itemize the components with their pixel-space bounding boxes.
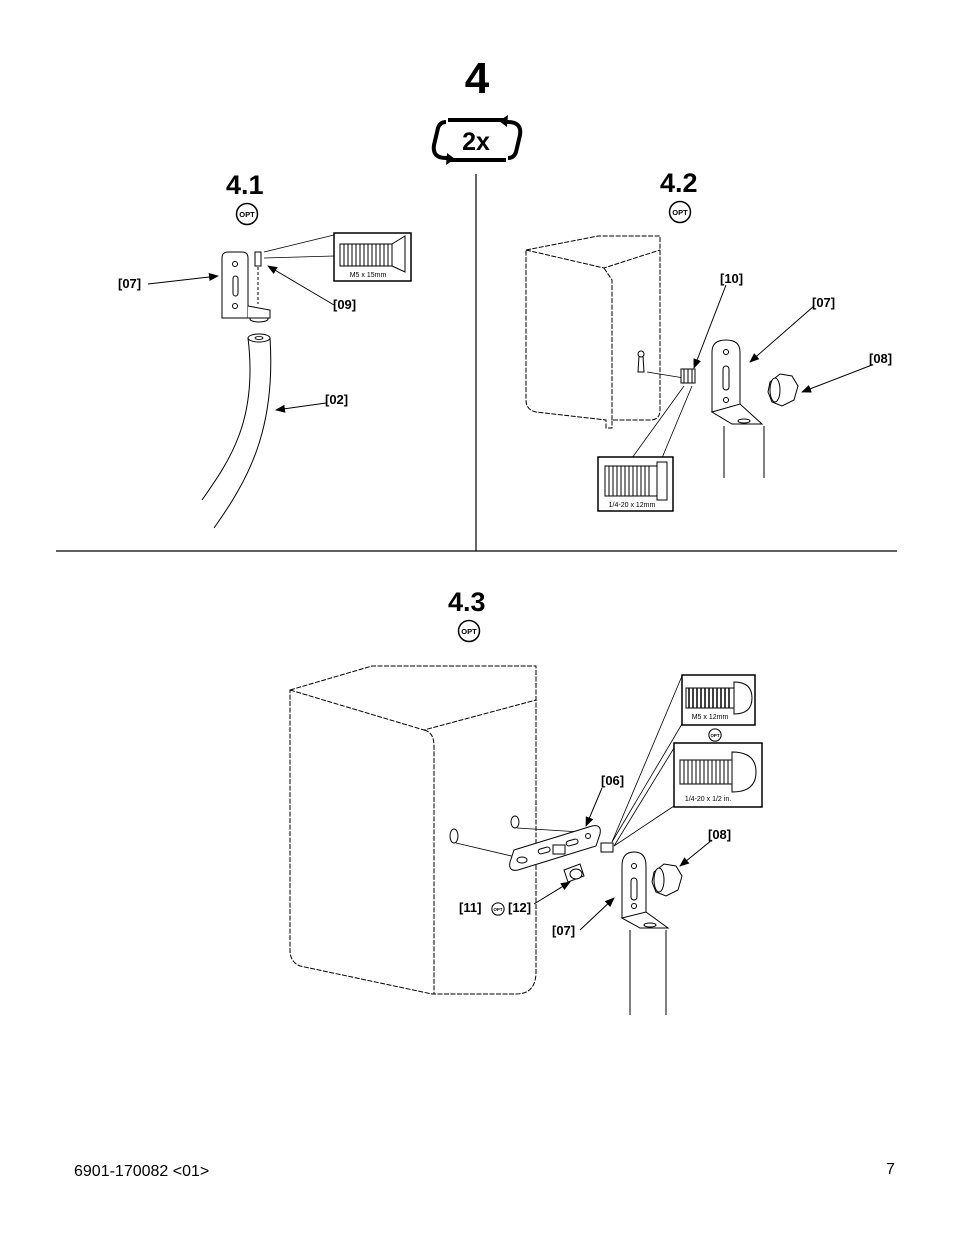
part-label-07: [07]: [118, 276, 142, 291]
part-label-10: [10]: [720, 271, 744, 286]
step-4-3-illustration: M5 x 12mm 1/4-20 x 1/2 in.: [289, 665, 763, 1015]
part-label-02: [02]: [325, 392, 349, 407]
step-4-2-title: 4.2: [660, 168, 698, 198]
hardware-quarter20xhalf-label: 1/4-20 x 1/2 in.: [685, 796, 731, 803]
hardware-m5x15-label: M5 x 15mm: [350, 272, 387, 279]
svg-text:OPT: OPT: [494, 907, 503, 912]
repeat-label: 2x: [462, 128, 490, 156]
step-4-3-title: 4.3: [448, 587, 486, 617]
hardware-m5x12-label: M5 x 12mm: [692, 714, 729, 721]
part-label-06: [06]: [601, 773, 625, 788]
opt-badge-icon: OPT: [668, 200, 692, 224]
opt-badge-icon: OPT: [708, 728, 722, 742]
step-4-2-illustration: 1/4-20 x 12mm: [525, 235, 873, 512]
step-4-1-illustration: M5 x 15mm: [147, 232, 412, 529]
part-label-08: [08]: [869, 351, 893, 366]
opt-badge-icon: OPT: [491, 902, 505, 916]
opt-badge-icon: OPT: [235, 202, 259, 226]
svg-text:OPT: OPT: [711, 733, 720, 738]
part-label-07: [07]: [552, 923, 576, 938]
part-label-08: [08]: [708, 827, 732, 842]
page-number: 7: [886, 1161, 895, 1178]
part-label-09: [09]: [333, 297, 357, 312]
step-4-1-title: 4.1: [226, 170, 264, 200]
svg-text:OPT: OPT: [461, 627, 477, 636]
svg-text:OPT: OPT: [672, 208, 688, 217]
part-label-07: [07]: [812, 295, 836, 310]
hardware-quarter20x12-label: 1/4-20 x 12mm: [609, 502, 656, 509]
step-number: 4: [464, 54, 490, 103]
svg-text:OPT: OPT: [239, 210, 255, 219]
repeat-arrows-icon: [431, 115, 523, 165]
part-label-12: [12]: [508, 900, 532, 915]
part-label-11: [11]: [459, 900, 482, 915]
opt-badge-icon: OPT: [457, 619, 481, 643]
document-code: 6901-170082 <01>: [74, 1163, 210, 1180]
